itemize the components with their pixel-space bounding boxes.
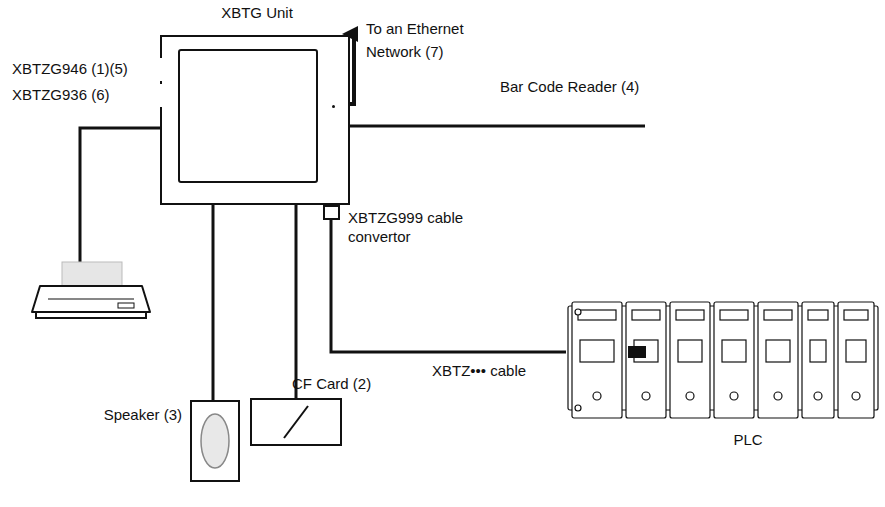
status-led [332,105,335,108]
plc-illustration [566,300,882,424]
callout-label: XBTZG946 (1)(5) [10,58,164,81]
cable-convertor: XBTZG999 cable convertor [323,205,340,220]
hmi-unit-box: XBTG Unit [160,35,350,205]
speaker-box: Speaker (3) [190,400,240,482]
barcode-cable [350,125,645,128]
printer-cable [80,128,160,262]
printer-illustration [32,262,150,318]
cf-card-symbol [252,400,340,444]
node-label: CF Card (2) [292,375,402,394]
callout-label: To an Ethernet Network (7) [364,18,486,63]
cable-connector [295,205,298,398]
ethernet-arrow [350,34,354,104]
plc-rack: PLC [566,300,882,454]
speaker-symbol [192,402,238,480]
node-label: XBTG Unit [187,4,327,23]
screen [178,49,318,183]
callout-label: Bar Code Reader (4) [498,76,702,99]
cf-card-box: CF Card (2) [250,398,342,446]
node-label: PLC [708,431,788,450]
callout-label: XBTZG936 (6) [10,84,164,107]
cable-connector [212,205,215,400]
node-label: Speaker (3) [72,406,182,425]
node-label: XBTZG999 cable convertor [348,209,478,247]
cable-label: XBTZ••• cable [430,360,528,383]
